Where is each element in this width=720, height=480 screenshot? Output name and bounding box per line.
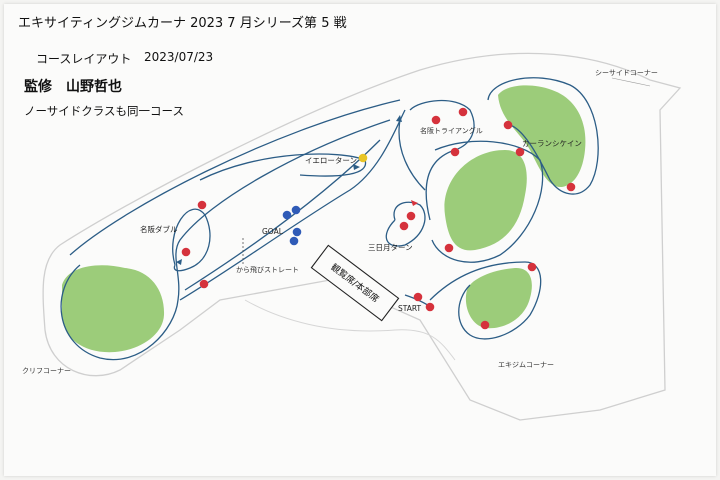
route-mikazuki <box>385 201 426 247</box>
direction-arrows <box>176 115 402 265</box>
page-title: エキサイティングジムカーナ 2023 7 月シリーズ第 5 戦 <box>18 16 347 31</box>
red-pylons <box>181 107 576 330</box>
supervisor-label: 監修 山野哲也 <box>24 79 122 95</box>
label-start: START <box>398 304 422 313</box>
blue-pylon <box>282 210 292 220</box>
label-sea-side-corner: シーサイドコーナー <box>595 69 658 77</box>
red-pylon <box>458 107 468 117</box>
route-straight <box>179 109 406 301</box>
red-pylon <box>425 302 435 312</box>
red-pylon <box>444 243 454 253</box>
label-yellow-turn: イエローターン <box>305 156 357 165</box>
red-pylon <box>406 211 416 221</box>
grass-island-left <box>62 265 165 353</box>
track-outline <box>42 52 682 421</box>
arrow-straight <box>396 115 402 122</box>
yellow-pylon <box>358 153 368 163</box>
route-triangle-2 <box>398 119 426 191</box>
route-top-right-loop <box>487 77 599 195</box>
label-mikazuki-turn: 三日月ターン <box>368 243 413 252</box>
red-pylon <box>431 115 441 125</box>
label-meihan-double: 名阪ダブル <box>140 224 178 234</box>
route-meihan-double <box>172 208 211 272</box>
red-pylon <box>399 221 409 231</box>
grass-island-top-right <box>498 85 586 188</box>
course-sheet <box>4 4 716 476</box>
spectator-booth: 観覧席/本部席 <box>310 244 400 322</box>
red-pylon <box>527 262 537 272</box>
red-pylon <box>566 182 576 192</box>
route-center-loop <box>431 140 544 263</box>
label-cliff-corner: クリフコーナー <box>22 367 71 375</box>
class-note: ノーサイドクラスも同一コース <box>24 104 184 118</box>
grass-island-bottom-right <box>465 267 532 329</box>
grass-island-center <box>444 150 527 251</box>
course-layout-label: コースレイアウト <box>36 52 132 66</box>
blue-pylon <box>289 236 299 246</box>
red-pylon <box>515 147 525 157</box>
red-pylon <box>413 292 423 302</box>
red-pylon <box>480 320 490 330</box>
blue-pylon <box>292 227 302 237</box>
red-pylon <box>181 247 191 257</box>
event-date: 2023/07/23 <box>144 50 214 64</box>
route-outer-left-2 <box>69 99 401 256</box>
red-pylon <box>503 120 513 130</box>
arrow-mikazuki-red <box>411 200 418 206</box>
leader-sea-side <box>611 77 651 87</box>
label-excite-corner: エキジムコーナー <box>498 361 554 369</box>
route-straight-2 <box>184 139 381 291</box>
route-lines <box>60 77 599 361</box>
red-pylon <box>199 279 209 289</box>
arrow-yellow <box>353 164 360 170</box>
red-pylon <box>450 147 460 157</box>
blue-pylons <box>282 205 302 246</box>
red-pylon <box>197 200 207 210</box>
blue-pylon <box>291 205 301 215</box>
arrow-left-loop <box>176 259 182 265</box>
label-meihan-triangle: 名阪トライアングル <box>420 126 483 135</box>
track-inner-line <box>244 299 456 361</box>
label-karan-sikain: カーランシケイン <box>522 139 582 148</box>
route-outer-left <box>60 119 391 361</box>
label-kara-tobi-straight: から飛びストレート <box>236 266 299 274</box>
route-triangle <box>409 99 475 221</box>
route-bottom-right <box>429 261 542 340</box>
label-goal: GOAL <box>262 227 284 236</box>
